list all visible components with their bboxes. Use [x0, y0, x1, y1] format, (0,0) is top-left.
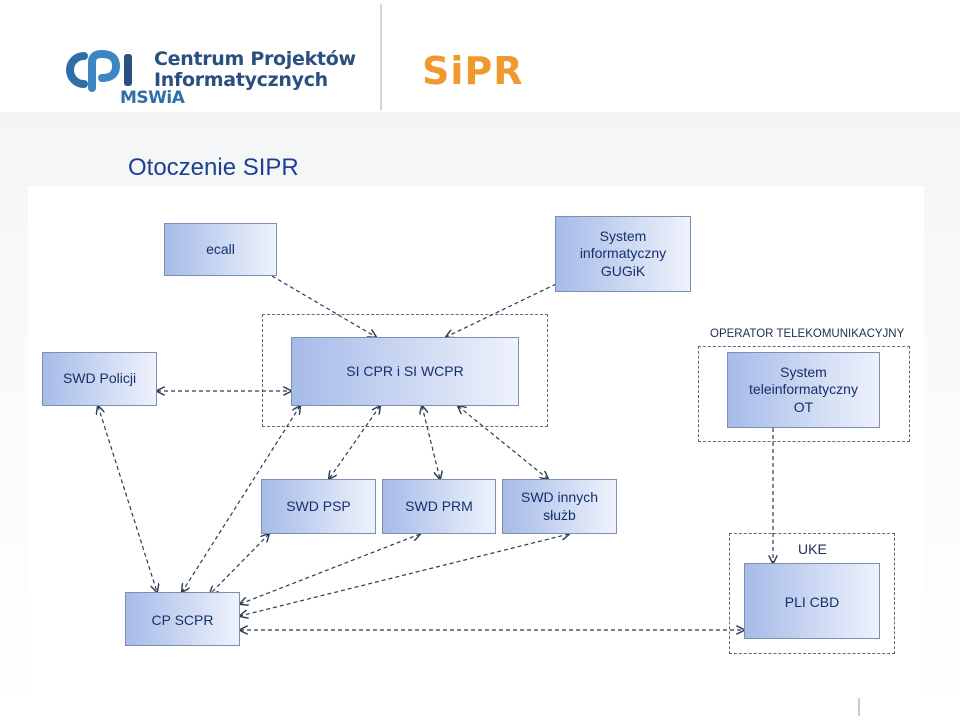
group-operator [698, 346, 910, 442]
group-si-cpr [262, 314, 548, 427]
cpi-logo-text: Centrum Projektów Informatycznych [154, 50, 356, 90]
sipr-logo: SiPR [422, 49, 524, 93]
node-gugik[interactable]: System informatyczny GUGiK [555, 216, 691, 292]
node-swd-psp-label: SWD PSP [286, 497, 351, 514]
node-swd-innych-line1: SWD innych [520, 489, 599, 505]
cpi-logo-icon [66, 49, 132, 92]
node-gugik-line2: informatyczny [579, 245, 667, 262]
node-swd-innych-line2: służb [543, 506, 576, 523]
edge-swd-innych-cp-scpr [240, 534, 569, 616]
node-ecall-label: ecall [206, 240, 235, 257]
node-ot-line3: OT [793, 398, 814, 415]
node-ot[interactable]: System teleinformatyczny OT [727, 352, 880, 428]
edge-ecall-si-cpr [271, 275, 376, 337]
edge-si-cpr-cp-scpr [182, 406, 300, 592]
node-cp-scpr-label: CP SCPR [151, 611, 214, 628]
group-uke-label: UKE [798, 541, 827, 557]
edge-si-cpr-swd-prm [422, 406, 440, 479]
group-uke [729, 533, 895, 654]
node-gugik-label: System informatyczny GUGiK [580, 228, 666, 281]
node-si-cpr[interactable]: SI CPR i SI WCPR [291, 337, 519, 406]
node-gugik-line1: System [599, 227, 647, 244]
node-ecall[interactable]: ecall [164, 223, 277, 276]
edge-swd-policji-cp-scpr [98, 406, 157, 592]
node-si-cpr-label: SI CPR i SI WCPR [346, 363, 464, 379]
node-swd-policji[interactable]: SWD Policji [42, 352, 157, 406]
header-divider [380, 4, 382, 110]
edge-si-cpr-swd-psp [329, 406, 380, 479]
node-pli-cbd[interactable]: PLI CBD [744, 563, 880, 639]
node-swd-innych[interactable]: SWD innych służb [502, 479, 617, 534]
node-ot-line1: System [780, 363, 827, 380]
node-swd-policji-label: SWD Policji [62, 370, 137, 387]
node-gugik-line3: GUGiK [600, 262, 646, 279]
group-operator-label: OPERATOR TELEKOMUNIKACYJNY [710, 328, 905, 340]
node-cp-scpr[interactable]: CP SCPR [125, 592, 240, 646]
header-band [0, 0, 960, 112]
edge-si-cpr-swd-innych [458, 406, 548, 479]
mswia-logo-text: MSWiA [120, 88, 185, 108]
node-ot-line2: teleinformatyczny [749, 381, 858, 398]
cpi-logo-line1: Centrum Projektów [154, 48, 356, 70]
edge-gugik-si-cpr [446, 283, 557, 337]
node-pli-cbd-label: PLI CBD [784, 594, 840, 610]
node-swd-prm[interactable]: SWD PRM [382, 479, 496, 534]
node-swd-prm-label: SWD PRM [405, 497, 473, 514]
page-title: Otoczenie SIPR [128, 154, 299, 181]
node-swd-psp[interactable]: SWD PSP [261, 479, 376, 534]
node-ot-label: System teleinformatyczny OT [749, 364, 858, 417]
edge-swd-psp-cp-scpr [210, 534, 269, 594]
node-swd-innych-label: SWD innych służb [521, 489, 598, 524]
cpi-logo-line2: Informatycznych [154, 69, 328, 91]
footer-mark [858, 698, 860, 716]
